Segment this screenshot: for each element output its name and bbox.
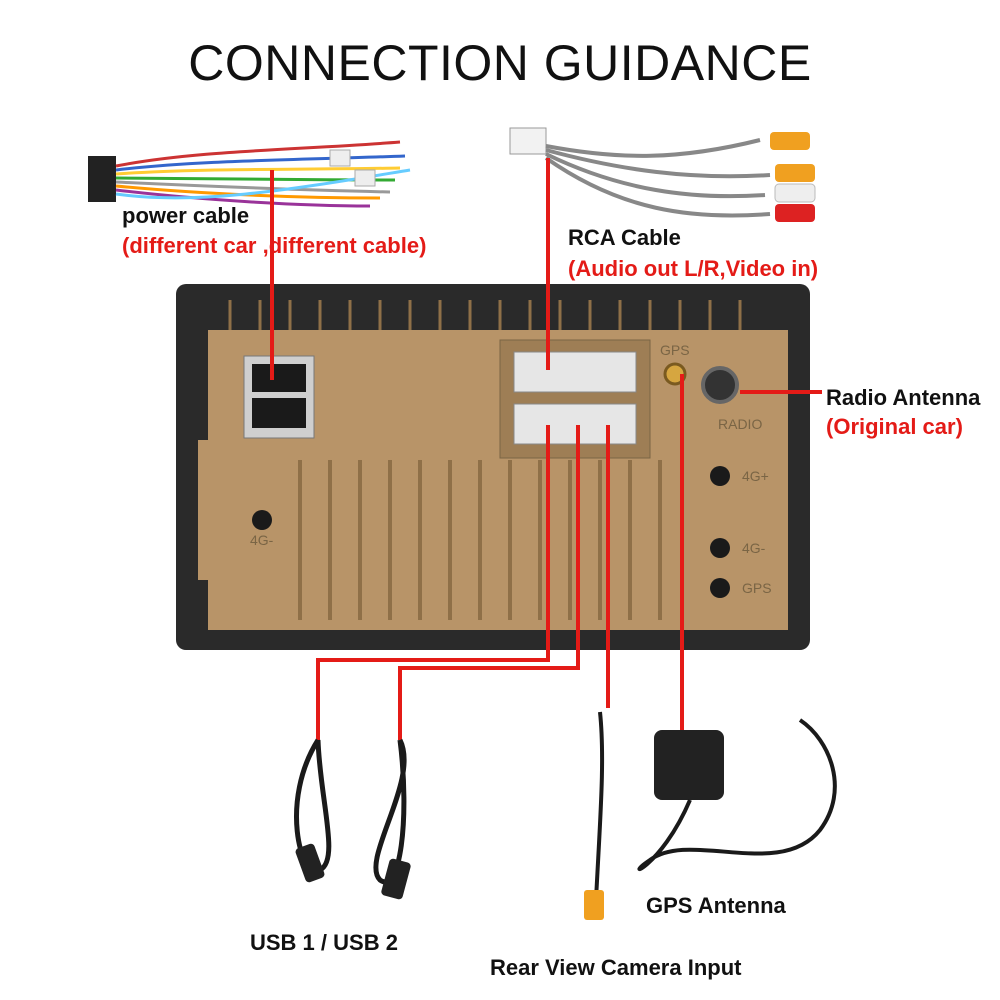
pointer-lines: [270, 158, 822, 740]
gps-antenna: [637, 718, 837, 872]
radio-antenna-label: Radio Antenna: [826, 385, 981, 410]
power-cable-harness: [88, 140, 411, 208]
gps-port-label: GPS: [660, 342, 690, 358]
rear-camera-cable: [584, 711, 605, 920]
rca-cable-note: (Audio out L/R,Video in): [568, 256, 819, 281]
4g-minus-port-label: 4G-: [742, 540, 766, 556]
usb-label: USB 1 / USB 2: [250, 930, 398, 955]
4g-left-port-label: 4G-: [250, 532, 274, 548]
rca-connector: [513, 351, 637, 393]
power-cable-label: power cable: [122, 203, 250, 228]
rear-panel: [198, 300, 788, 630]
rear-camera-label: Rear View Camera Input: [490, 955, 742, 980]
radio-port-label: RADIO: [718, 416, 763, 432]
4g-plus-port-label: 4G+: [742, 468, 769, 484]
power-cable-note: (different car ,different cable): [122, 233, 427, 258]
rca-cable-label: RCA Cable: [568, 225, 681, 250]
radio-port: [701, 366, 739, 404]
page-title: CONNECTION GUIDANCE: [188, 35, 812, 91]
rca-cable-harness: [509, 127, 816, 222]
gps-bottom-port-label: GPS: [742, 580, 772, 596]
gps-antenna-label: GPS Antenna: [646, 893, 786, 918]
usb-camera-connector: [513, 403, 637, 445]
radio-antenna-note: (Original car): [826, 414, 963, 439]
